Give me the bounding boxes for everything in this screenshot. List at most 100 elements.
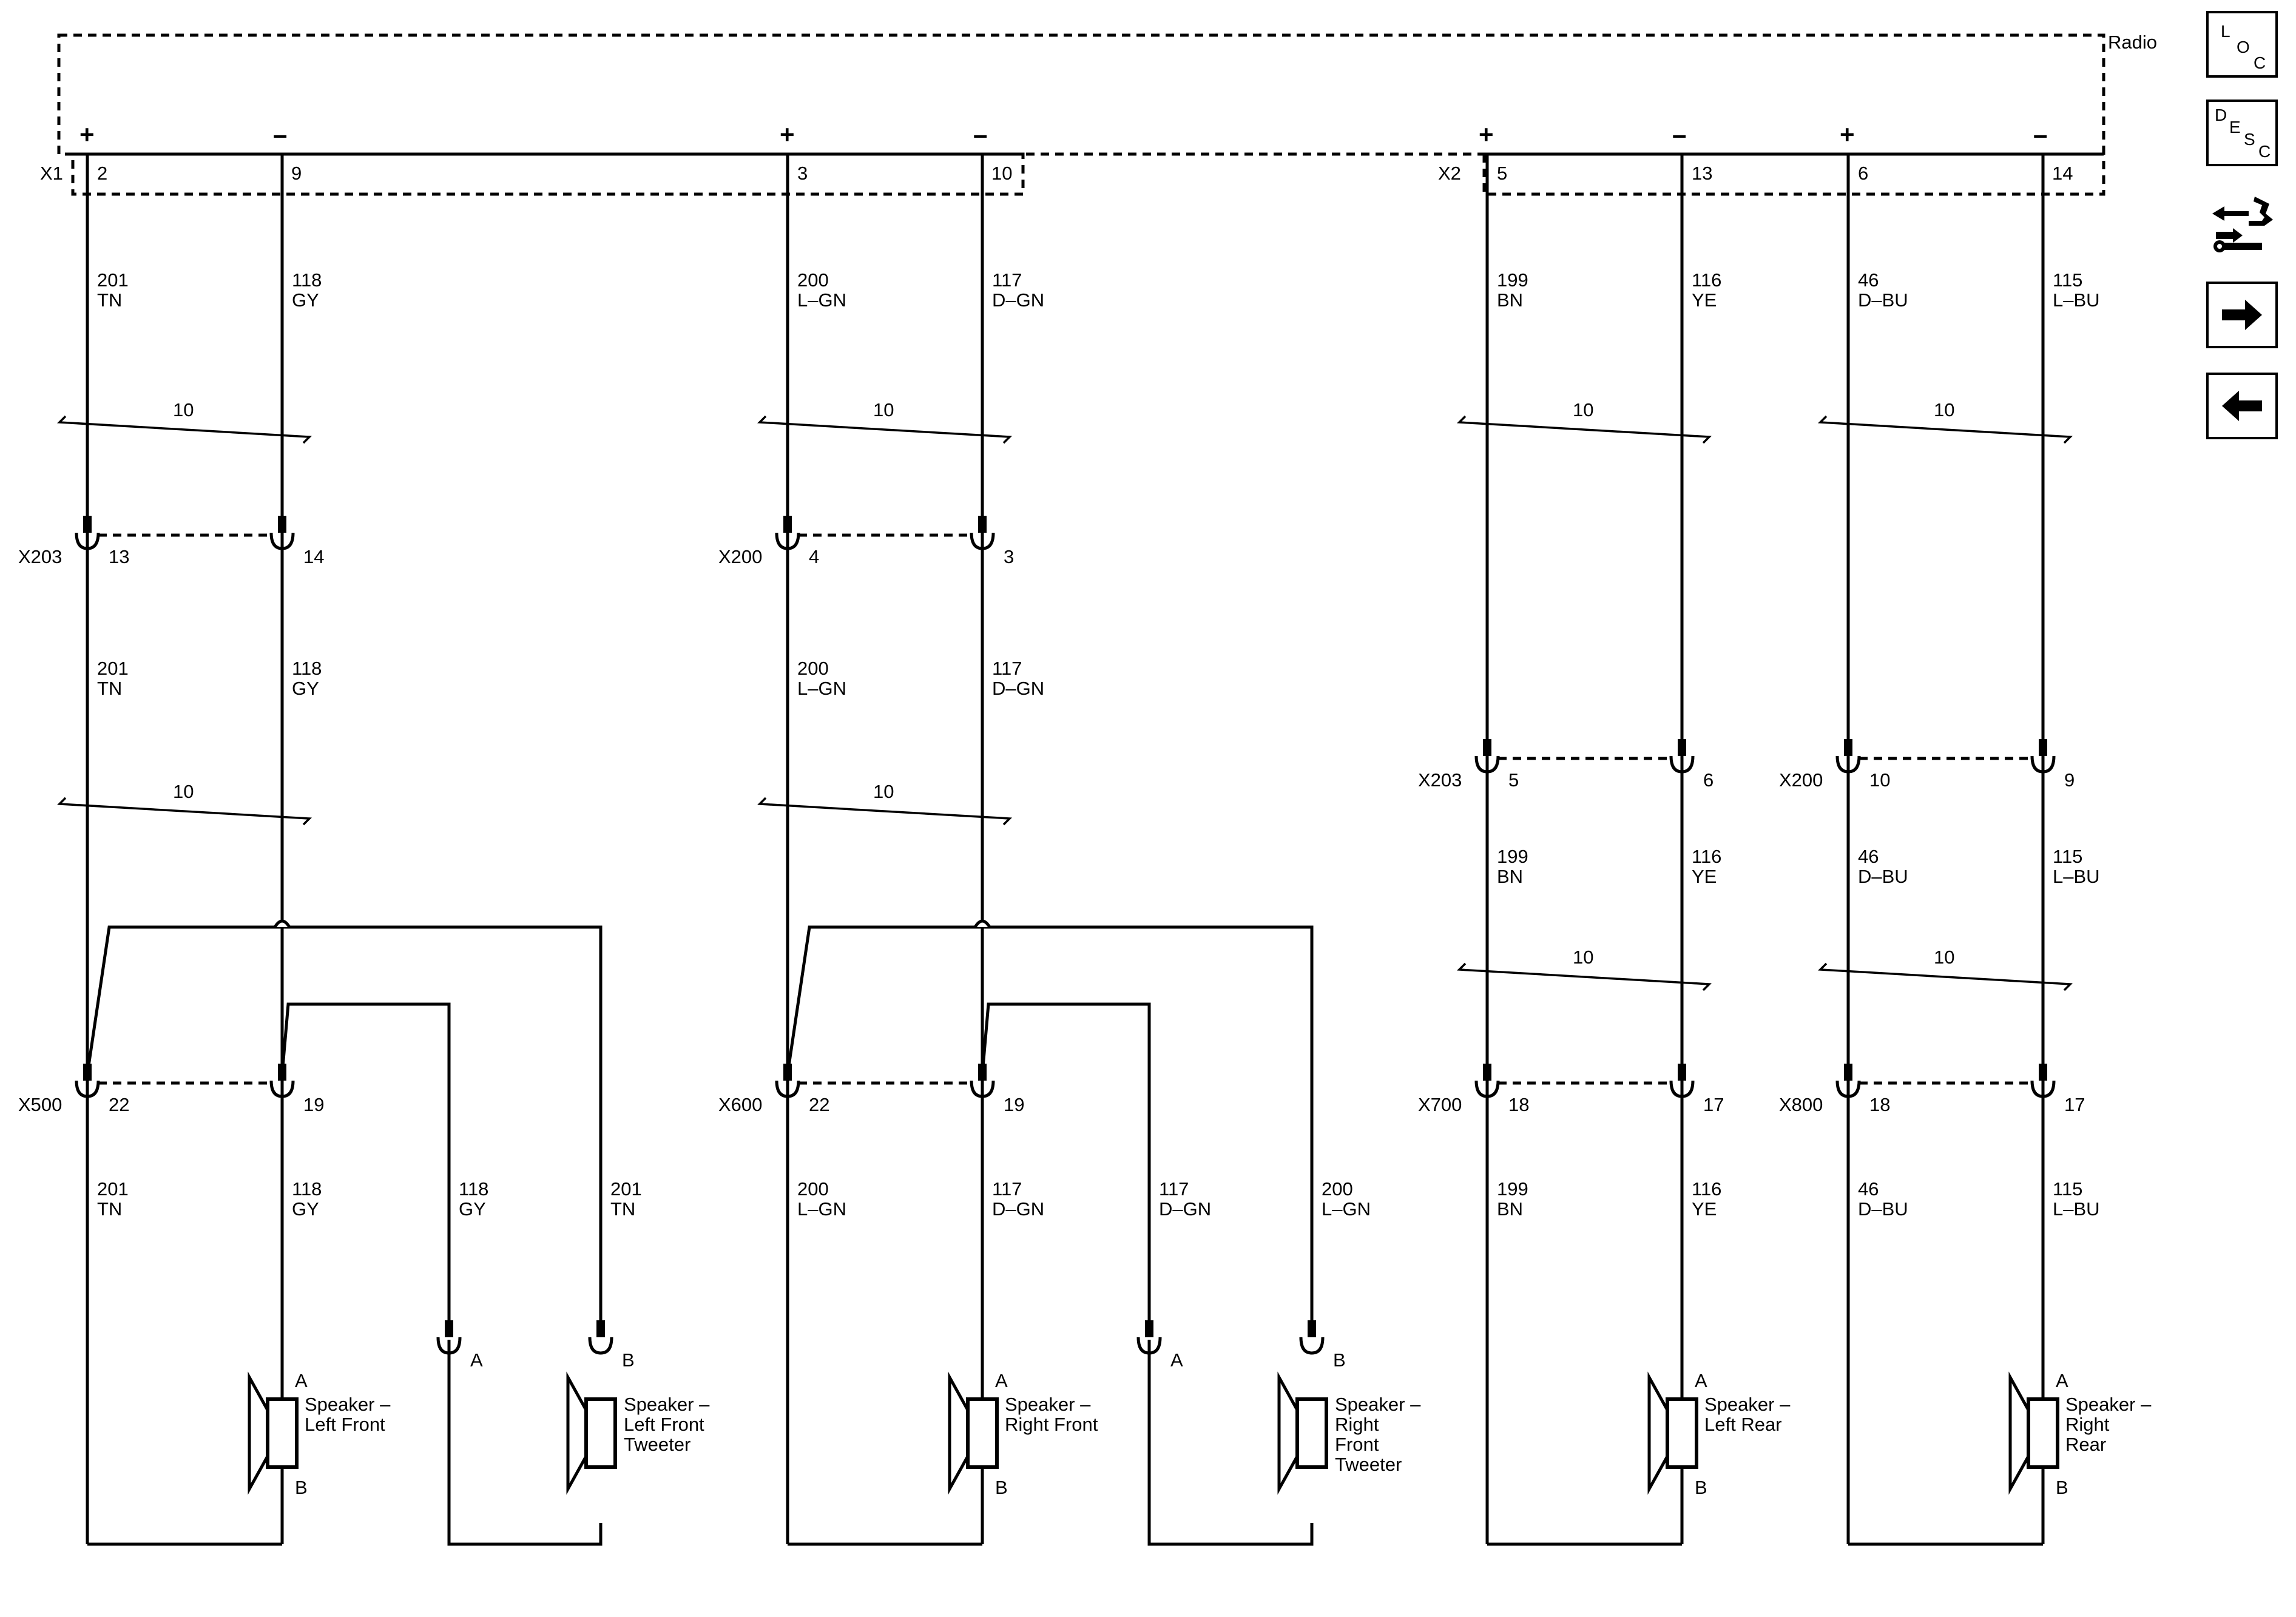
speaker-label: Speaker – <box>1005 1394 1091 1415</box>
circuit-number: 46 <box>1858 1178 1879 1200</box>
desc-letter: S <box>2244 130 2255 149</box>
polarity-plus: + <box>79 120 95 149</box>
radio-pin: 9 <box>291 163 302 184</box>
wire-color: L–GN <box>1322 1198 1371 1220</box>
speaker-pin: B <box>295 1477 308 1498</box>
connector-pin: 14 <box>303 546 324 567</box>
circuit-number: 115 <box>2053 1178 2082 1200</box>
loc-letter: C <box>2254 53 2266 72</box>
inline-connectors: X203 13 14 X200 4 3 X203 5 6 X200 10 9 X… <box>18 516 2085 1371</box>
radio-connector-x2: X2 <box>1438 163 1461 184</box>
component-connector-button[interactable] <box>2206 191 2278 257</box>
speaker-pin: A <box>1695 1370 1707 1391</box>
harness-label: 10 <box>1934 947 1954 968</box>
speakers: A B Speaker – Left Front Speaker – Left … <box>249 1370 2152 1498</box>
wire-color: BN <box>1497 289 1523 311</box>
speaker-right-front: A B Speaker – Right Front <box>950 1370 1098 1498</box>
connector-pin: 18 <box>1508 1094 1529 1115</box>
speaker-label: Right <box>1335 1414 1379 1435</box>
polarity-minus: – <box>973 120 987 149</box>
circuit-number: 116 <box>1692 846 1721 867</box>
tweeter-pin: A <box>1170 1349 1183 1371</box>
radio-pin: 6 <box>1858 163 1868 184</box>
connector-pin: 9 <box>2064 769 2075 791</box>
connector-name: X600 <box>718 1094 762 1115</box>
wire-color: L–GN <box>797 1198 846 1220</box>
wire-color: BN <box>1497 866 1523 887</box>
polarity-minus: – <box>1672 120 1686 149</box>
circuit-number: 46 <box>1858 269 1879 291</box>
circuit-number: 201 <box>97 269 129 291</box>
radio-pin: 13 <box>1692 163 1712 184</box>
wire-color: TN <box>97 289 122 311</box>
circuit-number: 118 <box>292 1178 322 1200</box>
connector-pin: 19 <box>1004 1094 1024 1115</box>
circuit-number: 118 <box>459 1178 488 1200</box>
circuit-number: 116 <box>1692 1178 1721 1200</box>
connector-pin: 6 <box>1703 769 1714 791</box>
connector-pin: 19 <box>303 1094 324 1115</box>
speaker-label: Left Front <box>305 1414 385 1435</box>
harness-label: 10 <box>1934 399 1954 420</box>
wire-color: D–GN <box>992 1198 1044 1220</box>
back-button[interactable] <box>2206 373 2278 439</box>
wire-color: D–BU <box>1858 1198 1908 1220</box>
speaker-label: Speaker – <box>305 1394 391 1415</box>
speaker-left-front-tweeter: Speaker – Left Front Tweeter <box>568 1377 710 1489</box>
harness-label: 10 <box>1573 399 1593 420</box>
speaker-label: Rear <box>2065 1434 2106 1455</box>
wire-color: TN <box>97 1198 122 1220</box>
wire-color: L–BU <box>2053 1198 2100 1220</box>
connector-name: X800 <box>1779 1094 1823 1115</box>
location-button[interactable]: L O C <box>2206 11 2278 78</box>
connector-name: X700 <box>1418 1094 1462 1115</box>
wire-color: D–BU <box>1858 866 1908 887</box>
connector-pin: 22 <box>109 1094 129 1115</box>
circuit-number: 199 <box>1497 846 1528 867</box>
wire-color: YE <box>1692 289 1717 311</box>
wire-color: D–GN <box>1159 1198 1211 1220</box>
forward-button[interactable] <box>2206 282 2278 348</box>
loc-letter: O <box>2237 38 2250 56</box>
circuit-number: 46 <box>1858 846 1879 867</box>
circuit-number: 199 <box>1497 269 1528 291</box>
wire-color: D–GN <box>992 289 1044 311</box>
wire-color: L–BU <box>2053 289 2100 311</box>
radio-pin: 2 <box>97 163 107 184</box>
connector-pin: 22 <box>809 1094 829 1115</box>
speaker-label: Speaker – <box>1335 1394 1421 1415</box>
speaker-left-front: A B Speaker – Left Front <box>249 1370 391 1498</box>
wire-color: GY <box>459 1198 486 1220</box>
harness-label: 10 <box>173 399 194 420</box>
desc-letter: E <box>2229 118 2241 137</box>
speaker-label: Right <box>2065 1414 2110 1435</box>
speaker-right-front-tweeter: Speaker – Right Front Tweeter <box>1279 1377 1421 1489</box>
connector-name: X203 <box>18 546 62 567</box>
wire-color: GY <box>292 289 319 311</box>
connector-pin: 10 <box>1869 769 1890 791</box>
connector-name: X200 <box>718 546 762 567</box>
polarity-plus: + <box>1840 120 1855 149</box>
wires <box>86 154 2045 1546</box>
harness-label: 10 <box>1573 947 1593 968</box>
wire-color: YE <box>1692 866 1717 887</box>
wire-color: BN <box>1497 1198 1523 1220</box>
connector-pin: 4 <box>809 546 819 567</box>
radio-pin: 5 <box>1497 163 1507 184</box>
speaker-label: Speaker – <box>624 1394 710 1415</box>
speaker-pin: A <box>2056 1370 2068 1391</box>
radio-pin: 10 <box>991 163 1012 184</box>
speaker-label: Speaker – <box>1704 1394 1791 1415</box>
connector-pin: 18 <box>1869 1094 1890 1115</box>
back-arrow-icon <box>2222 391 2262 421</box>
connector-name: X203 <box>1418 769 1462 791</box>
polarity-plus: + <box>780 120 795 149</box>
circuit-number: 199 <box>1497 1178 1528 1200</box>
connector-pin: 17 <box>2064 1094 2085 1115</box>
speaker-label: Right Front <box>1005 1414 1098 1435</box>
description-button[interactable]: D E S C <box>2206 100 2278 166</box>
wire-color: L–GN <box>797 289 846 311</box>
radio-connector-x1: X1 <box>40 163 63 184</box>
speaker-label: Front <box>1335 1434 1379 1455</box>
